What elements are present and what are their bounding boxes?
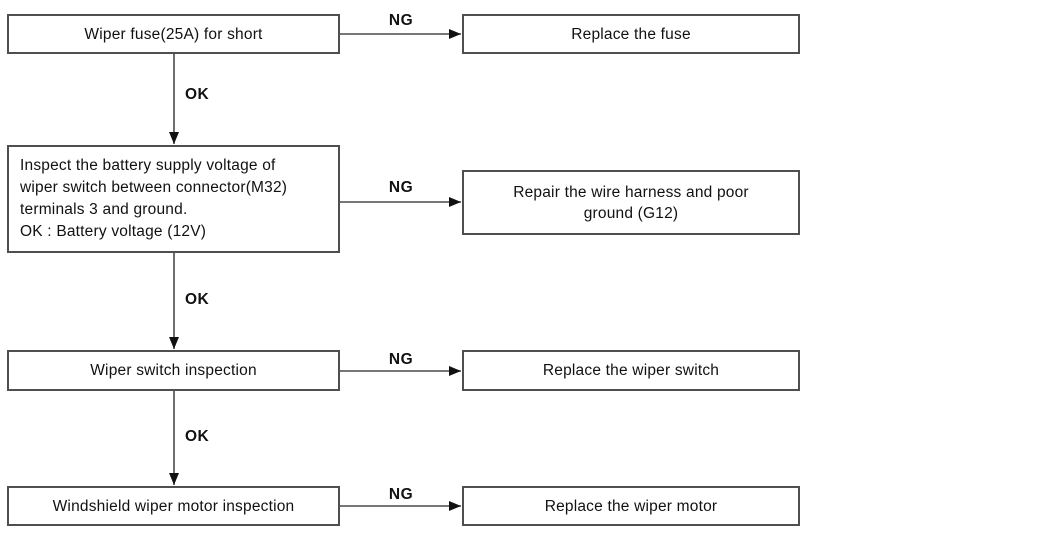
check-box-wiper-motor: Windshield wiper motor inspection	[7, 486, 340, 526]
check-box-wiper-motor-text: Windshield wiper motor inspection	[52, 497, 295, 515]
action-box-repair-harness-text: Repair the wire harness and poor ground …	[513, 183, 749, 222]
check-box-battery-voltage: Inspect the battery supply voltage of wi…	[7, 145, 340, 253]
action-box-replace-motor-text: Replace the wiper motor	[544, 497, 718, 515]
check-box-wiper-fuse-text: Wiper fuse(25A) for short	[84, 25, 263, 43]
check-box-wiper-switch: Wiper switch inspection	[7, 350, 340, 391]
ok-label-2: OK	[185, 291, 210, 308]
action-box-repair-harness: Repair the wire harness and poor ground …	[462, 170, 800, 235]
action-box-replace-fuse-text: Replace the fuse	[571, 25, 691, 43]
ng-label-3: NG	[388, 351, 414, 368]
ng-label-2: NG	[388, 179, 414, 196]
action-box-replace-fuse: Replace the fuse	[462, 14, 800, 54]
ng-label-1: NG	[388, 12, 414, 29]
action-box-replace-switch: Replace the wiper switch	[462, 350, 800, 391]
check-box-wiper-fuse: Wiper fuse(25A) for short	[7, 14, 340, 54]
ng-label-4: NG	[388, 486, 414, 503]
ok-label-1: OK	[185, 86, 210, 103]
action-box-replace-switch-text: Replace the wiper switch	[542, 362, 720, 379]
ok-label-3: OK	[185, 428, 210, 445]
action-box-replace-motor: Replace the wiper motor	[462, 486, 800, 526]
check-box-battery-voltage-text: Inspect the battery supply voltage of wi…	[20, 157, 288, 240]
check-box-wiper-switch-text: Wiper switch inspection	[90, 362, 257, 379]
